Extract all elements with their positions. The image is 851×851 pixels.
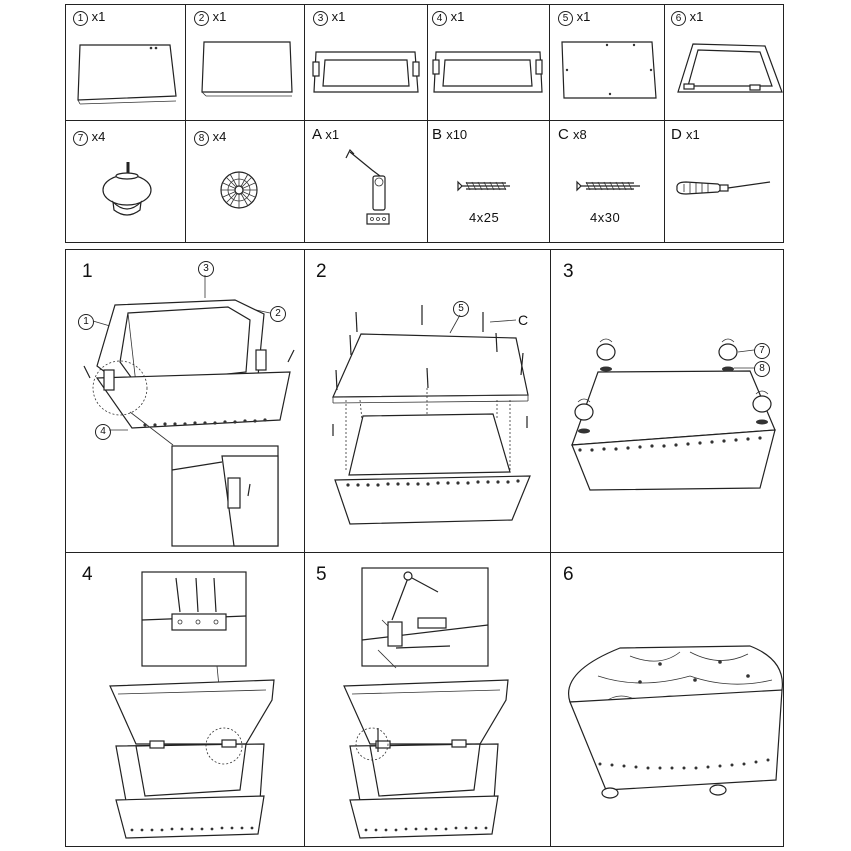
part-2-panel <box>201 41 293 97</box>
part-d-screwdriver <box>676 181 771 195</box>
part-5-label: 5 x1 <box>558 10 590 26</box>
part-d-label: D x1 <box>671 126 700 143</box>
part-4-frame <box>432 51 543 93</box>
part-2-label: 2 x1 <box>194 10 226 26</box>
step-3-callout-7: 7 <box>754 343 770 359</box>
part-3-frame <box>312 51 420 93</box>
part-8-washer <box>220 171 258 209</box>
part-b-label: B x10 <box>432 126 468 143</box>
step-3-drawing <box>571 338 776 491</box>
step-6-drawing <box>568 645 783 799</box>
part-4-label: 4 x1 <box>432 10 464 26</box>
step-2-callout-5: 5 <box>453 301 469 317</box>
part-1-panel <box>77 44 177 105</box>
part-c-label: C x8 <box>558 126 587 143</box>
step-3-number: 3 <box>563 261 574 282</box>
screw-c-size: 4x30 <box>590 210 621 225</box>
step-1-number: 1 <box>82 261 93 282</box>
part-b-screw <box>457 180 510 192</box>
step-1-callout-1: 1 <box>78 314 94 330</box>
part-a-label: A x1 <box>312 126 340 143</box>
step-5-drawing <box>343 567 509 839</box>
step-2-number: 2 <box>316 261 327 282</box>
part-5-board <box>561 41 657 99</box>
part-6-frame <box>677 43 783 93</box>
part-6-label: 6 x1 <box>671 10 703 26</box>
step-1-callout-4: 4 <box>95 424 111 440</box>
part-a-stay <box>345 148 390 225</box>
steps-grid <box>65 249 784 847</box>
step-1-drawing <box>83 275 295 547</box>
part-3-label: 3 x1 <box>313 10 345 26</box>
part-7-label: 7 x4 <box>73 130 105 146</box>
step-4-drawing <box>109 571 275 839</box>
step-1-callout-3: 3 <box>198 261 214 277</box>
part-1-label: 1 x1 <box>73 10 105 26</box>
step-4-number: 4 <box>82 564 93 585</box>
part-c-screw <box>576 180 640 192</box>
part-7-foot <box>102 162 152 216</box>
step-2-callout-c: C <box>518 312 529 328</box>
step-5-number: 5 <box>316 564 327 585</box>
parts-table <box>65 4 784 243</box>
screw-b-size: 4x25 <box>469 210 500 225</box>
part-8-label: 8 x4 <box>194 130 226 146</box>
step-3-callout-8: 8 <box>754 361 770 377</box>
step-2-drawing <box>332 305 531 525</box>
step-6-number: 6 <box>563 564 574 585</box>
step-1-callout-2: 2 <box>270 306 286 322</box>
